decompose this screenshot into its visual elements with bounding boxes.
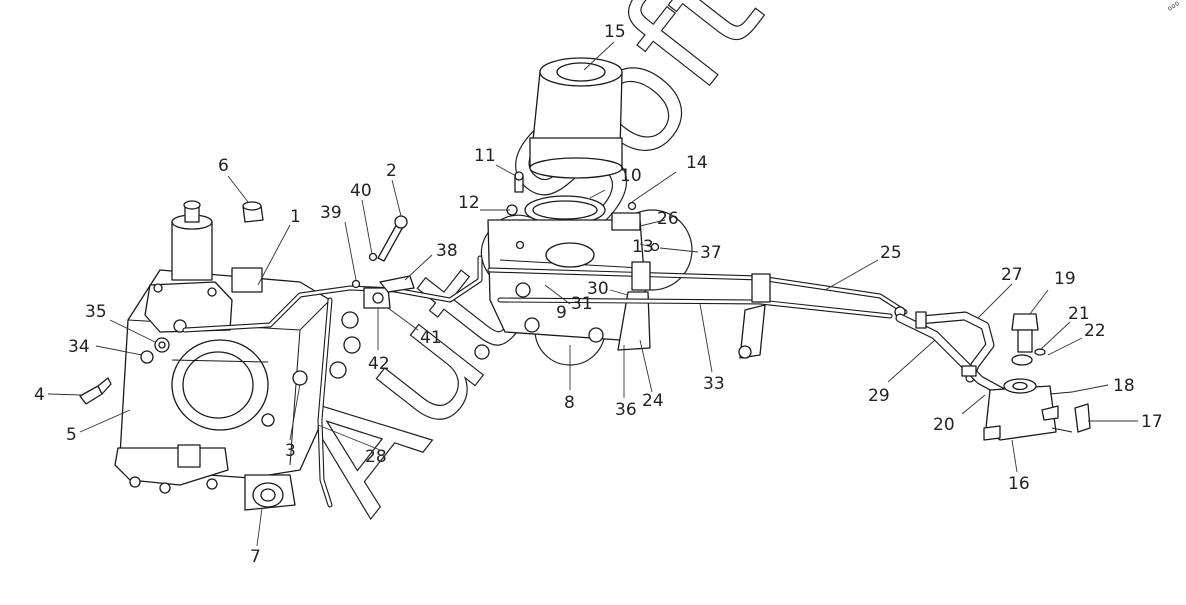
callout-2: 2	[386, 161, 397, 181]
callout-42: 42	[368, 354, 390, 374]
callout-3: 3	[285, 441, 296, 461]
callout-38: 38	[436, 241, 458, 261]
callout-4: 4	[34, 385, 45, 405]
callout-18: 18	[1113, 376, 1135, 396]
callout-24: 24	[642, 391, 664, 411]
callout-39: 39	[320, 203, 342, 223]
callout-25: 25	[880, 243, 902, 263]
callout-8: 8	[564, 393, 575, 413]
valve-block-assembly	[983, 313, 1091, 441]
callout-10: 10	[620, 166, 642, 186]
callout-15: 15	[604, 22, 626, 42]
long-lines	[487, 261, 908, 359]
callout-20: 20	[933, 415, 955, 435]
callout-1: 1	[290, 207, 301, 227]
callout-30: 30	[587, 279, 609, 299]
callout-12: 12	[458, 193, 480, 213]
leader-lines	[47, 41, 1138, 547]
callout-9: 9	[556, 303, 567, 323]
callout-31: 31	[571, 294, 593, 314]
callout-28: 28	[365, 447, 387, 467]
callout-29: 29	[868, 386, 890, 406]
callout-19: 19	[1054, 269, 1076, 289]
callout-37: 37	[700, 243, 722, 263]
callout-14: 14	[686, 153, 708, 173]
callout-7: 7	[250, 547, 261, 567]
callout-22: 22	[1084, 321, 1106, 341]
callouts: 1 2 3 4 5 6 7 8 9 10 11 12 13 14 15 16 1…	[34, 22, 1163, 567]
callout-34: 34	[68, 337, 90, 357]
gear-tubes	[182, 215, 483, 508]
hoses	[895, 311, 1007, 397]
callout-35: 35	[85, 302, 107, 322]
callout-36: 36	[615, 400, 637, 420]
callout-5: 5	[66, 425, 77, 445]
callout-26: 26	[657, 209, 679, 229]
callout-17: 17	[1141, 412, 1163, 432]
callout-41: 41	[420, 328, 442, 348]
callout-6: 6	[218, 156, 229, 176]
callout-13: 13	[632, 237, 654, 257]
callout-11: 11	[474, 146, 496, 166]
callout-27: 27	[1001, 265, 1023, 285]
callout-33: 33	[703, 374, 725, 394]
reservoir-assembly	[474, 57, 660, 360]
callout-40: 40	[350, 181, 372, 201]
callout-16: 16	[1008, 474, 1030, 494]
fasteners-gear	[79, 201, 264, 405]
callout-21: 21	[1068, 304, 1090, 324]
steering-gear-assembly	[114, 200, 361, 511]
